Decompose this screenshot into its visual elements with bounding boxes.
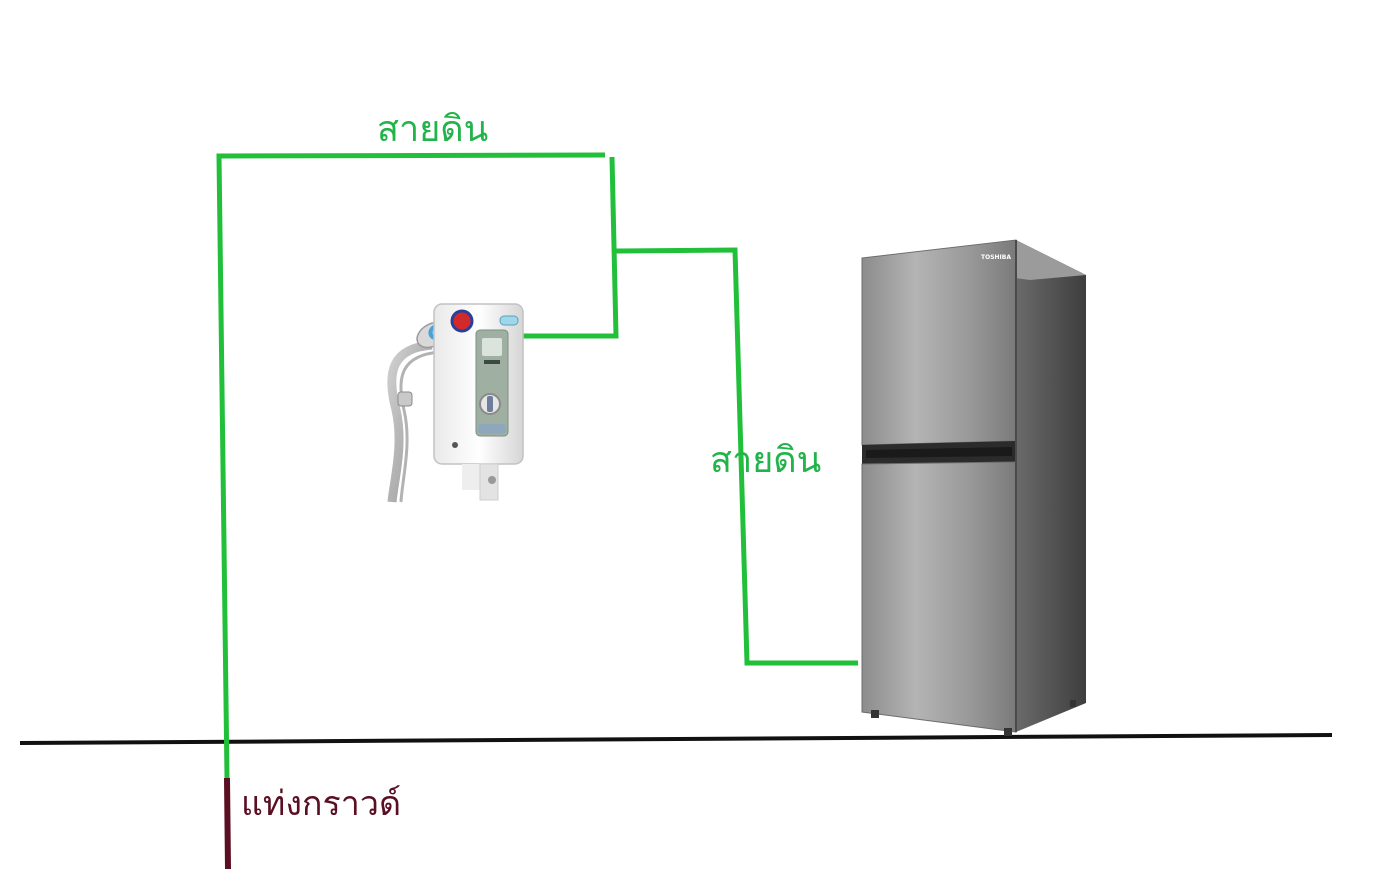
earth-wire-heater bbox=[523, 156, 619, 339]
earth-wire-main bbox=[216, 152, 606, 779]
water-heater-icon bbox=[387, 303, 524, 503]
earth-wire-label-mid: สายดิน bbox=[710, 440, 822, 481]
earth-wire-label-top: สายดิน bbox=[377, 109, 489, 150]
ground-rod bbox=[224, 777, 231, 870]
floor-line bbox=[19, 733, 1333, 745]
refrigerator-icon: TOSHIBA bbox=[861, 239, 1086, 736]
earth-wire-fridge bbox=[615, 247, 858, 666]
ground-rod-label: แท่งกราวด์ bbox=[241, 784, 402, 824]
fridge-brand-text: TOSHIBA bbox=[981, 254, 1011, 261]
